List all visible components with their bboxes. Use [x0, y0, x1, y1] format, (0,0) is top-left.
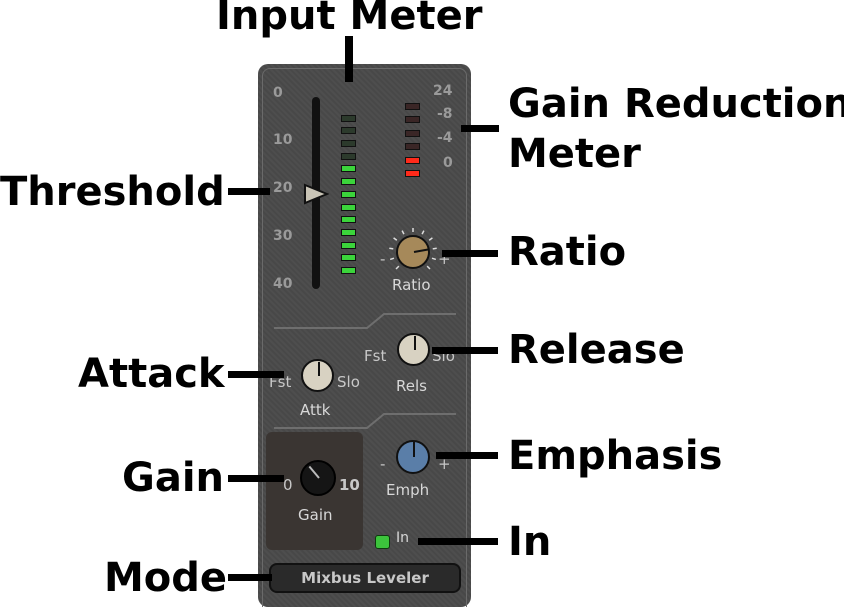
input-meter-led	[341, 140, 356, 147]
ratio-tick	[401, 230, 405, 235]
input-meter-led	[341, 228, 356, 236]
emphasis-label: Emph	[386, 481, 430, 499]
gain-reduction-led	[405, 102, 420, 110]
in-line	[418, 538, 498, 545]
input-meter-led	[341, 216, 356, 224]
in-label: In	[396, 530, 410, 546]
gain-reduction-led	[405, 156, 420, 164]
input-meter-led	[341, 190, 356, 198]
gain-reduction-led	[405, 170, 420, 177]
input-meter-led	[341, 152, 356, 160]
emphasis-max-label: +	[438, 455, 451, 473]
input-meter-led	[341, 203, 356, 211]
gain-max-label: 10	[339, 476, 360, 494]
ratio-tick	[421, 230, 425, 235]
ratio-tick	[389, 247, 394, 250]
plugin-panel-border	[262, 68, 467, 607]
callout-attack: Attack	[78, 351, 225, 397]
release-knob[interactable]	[397, 333, 430, 366]
ratio-knob[interactable]	[396, 235, 430, 269]
ratio-min-label: -	[380, 250, 386, 268]
ratio-label: Ratio	[392, 276, 431, 294]
callout-in: In	[508, 519, 552, 565]
section-divider-bottom	[274, 413, 456, 429]
callout-emphasis: Emphasis	[508, 433, 723, 479]
attack-line	[228, 371, 284, 378]
attack-label: Attk	[300, 401, 331, 419]
callout-gain: Gain	[122, 455, 225, 501]
gain-label: Gain	[298, 506, 333, 524]
ratio-knob-ticks	[389, 228, 437, 270]
input-meter-led	[341, 178, 356, 186]
input-meter-led	[341, 267, 356, 274]
gain-knob[interactable]	[300, 460, 336, 496]
input-meter-led	[341, 114, 356, 122]
gain-line	[228, 475, 284, 482]
gain-reduction-line	[461, 125, 499, 132]
threshold-scale-30: 30	[273, 228, 293, 244]
threshold-scale-10: 10	[273, 132, 293, 148]
emphasis-knob[interactable]	[396, 440, 430, 474]
input-meter-led	[341, 254, 356, 262]
mode-line	[228, 574, 272, 581]
threshold-scale-20: 20	[273, 180, 293, 196]
gr-scale-minus4: -4	[437, 130, 453, 146]
input-meter-led	[341, 165, 356, 173]
ratio-tick	[426, 265, 431, 270]
threshold-line	[228, 188, 270, 195]
callout-gain-reduction-line1: Gain Reduction	[508, 81, 844, 127]
in-toggle-led[interactable]	[375, 535, 390, 549]
gain-min-label: 0	[283, 476, 293, 494]
callout-ratio: Ratio	[508, 229, 627, 275]
threshold-handle[interactable]	[303, 183, 329, 205]
release-label: Rels	[396, 377, 427, 395]
release-min-label: Fst	[364, 347, 387, 365]
gain-reduction-led	[405, 129, 420, 137]
input-meter-led	[341, 127, 356, 135]
callout-threshold: Threshold	[0, 169, 225, 215]
gr-scale-0: 0	[443, 155, 453, 171]
section-divider-top	[274, 313, 456, 329]
ratio-line	[442, 250, 498, 257]
ratio-tick	[428, 237, 433, 241]
gain-reduction-led	[405, 116, 420, 123]
attack-knob[interactable]	[301, 359, 334, 392]
emphasis-min-label: -	[380, 455, 386, 473]
emphasis-line	[436, 452, 498, 459]
threshold-scale-0: 0	[273, 85, 283, 101]
input-meter-line	[345, 36, 353, 82]
ratio-tick	[431, 257, 437, 261]
gr-scale-24: 24	[433, 83, 453, 99]
callout-release: Release	[508, 327, 685, 373]
attack-max-label: Slo	[337, 373, 360, 391]
callout-gain-reduction-line2: Meter	[508, 131, 641, 177]
ratio-tick	[395, 265, 400, 270]
callout-input-meter: Input Meter	[216, 0, 483, 39]
threshold-scale-40: 40	[273, 276, 293, 292]
ratio-tick	[393, 237, 398, 241]
mode-button[interactable]: Mixbus Leveler	[269, 563, 461, 593]
release-line	[432, 347, 498, 354]
gr-scale-minus8: -8	[437, 106, 453, 122]
gain-reduction-led	[405, 143, 420, 150]
input-meter-led	[341, 241, 356, 249]
callout-mode: Mode	[104, 555, 228, 601]
ratio-tick	[389, 257, 395, 261]
ratio-tick	[432, 247, 437, 250]
